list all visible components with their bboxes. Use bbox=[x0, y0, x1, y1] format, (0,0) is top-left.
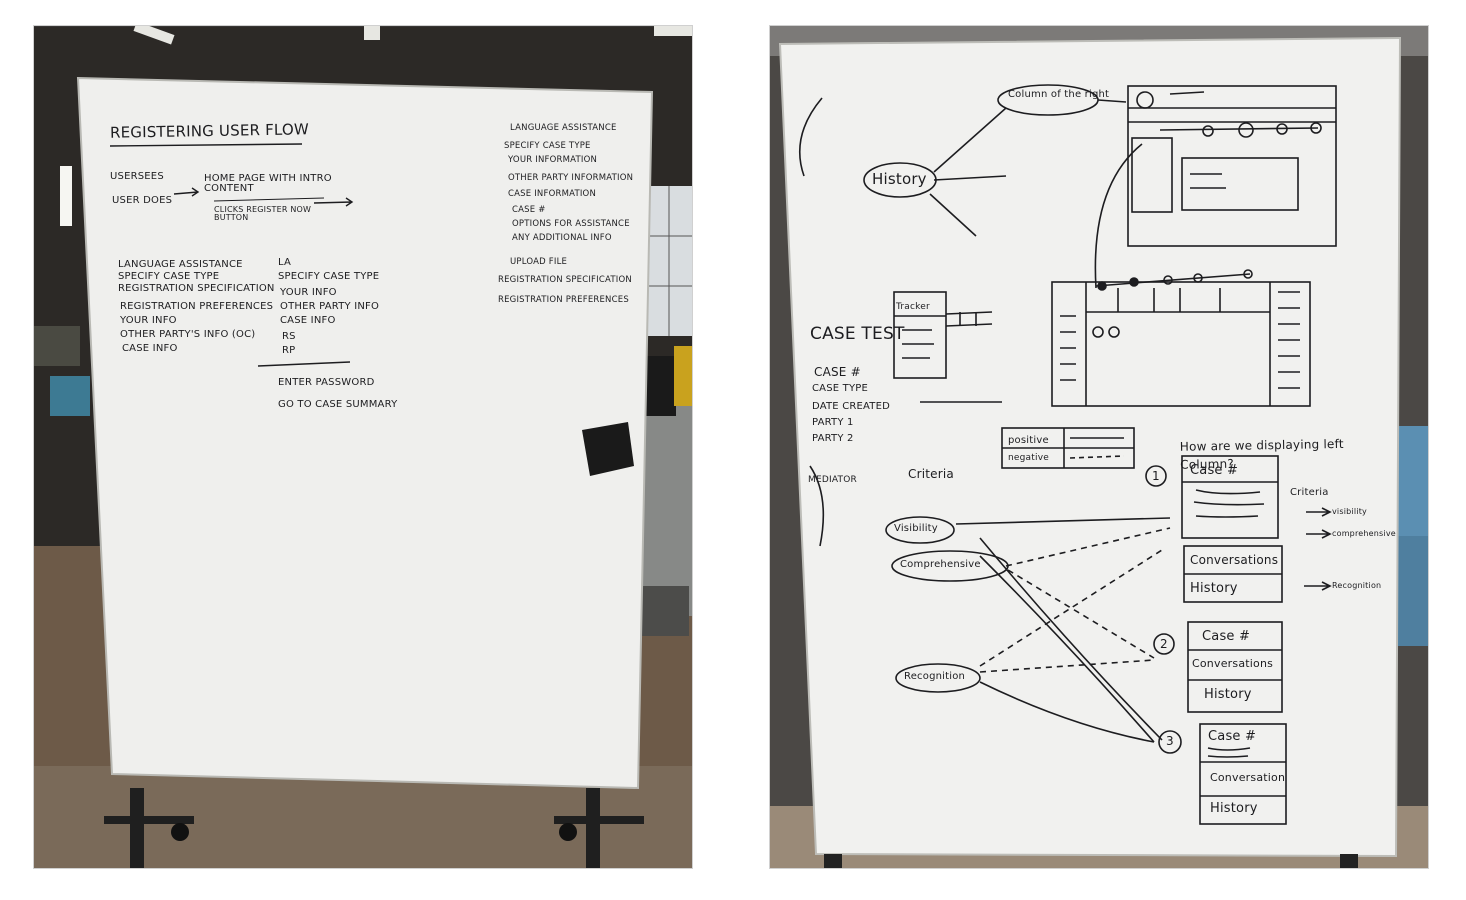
list-left-item: YOUR INFO bbox=[120, 315, 177, 326]
criteria-item: comprehensive bbox=[1332, 529, 1396, 538]
positive-label: positive bbox=[1008, 435, 1049, 446]
list-left-item: LANGUAGE ASSISTANCE bbox=[118, 259, 243, 270]
whiteboard-photo-left: REGISTERING USER FLOW USERSEES USER DOES… bbox=[34, 26, 692, 868]
list-right-item: REGISTRATION SPECIFICATION bbox=[498, 275, 632, 285]
criteria-item: visibility bbox=[1332, 507, 1367, 516]
list-right-item: UPLOAD FILE bbox=[510, 257, 568, 267]
option-row: Conversation bbox=[1210, 771, 1286, 784]
bubble-column: Column of the right bbox=[1008, 89, 1110, 100]
left-list-item: PARTY 1 bbox=[812, 417, 854, 428]
list-right-item: LANGUAGE ASSISTANCE bbox=[510, 123, 617, 133]
option-number: 2 bbox=[1160, 637, 1168, 651]
list-middle-item: CASE INFO bbox=[280, 315, 336, 326]
list-bottom-item: ENTER PASSWORD bbox=[278, 377, 375, 388]
option-row: Case # bbox=[1208, 729, 1257, 744]
negative-label: negative bbox=[1008, 453, 1049, 463]
criteria-item: Recognition bbox=[1332, 581, 1382, 590]
option-row: Conversations bbox=[1190, 553, 1279, 567]
left-list-item: CASE TYPE bbox=[812, 383, 869, 394]
bubble-recognition: Recognition bbox=[904, 671, 966, 682]
bubble-comprehensive: Comprehensive bbox=[900, 559, 981, 570]
left-list-item: MEDIATOR bbox=[808, 475, 857, 485]
option-row: History bbox=[1210, 801, 1258, 816]
list-middle-item: RP bbox=[282, 345, 296, 356]
list-right-item: CASE # bbox=[512, 205, 546, 215]
left-list-item: PARTY 2 bbox=[812, 433, 854, 444]
list-right-item: OTHER PARTY INFORMATION bbox=[508, 173, 634, 183]
list-left-item: REGISTRATION PREFERENCES bbox=[120, 301, 274, 312]
list-right-item: ANY ADDITIONAL INFO bbox=[512, 233, 612, 243]
list-right-item: YOUR INFORMATION bbox=[508, 155, 598, 165]
list-right-item: SPECIFY CASE TYPE bbox=[504, 141, 591, 151]
left-list-item: DATE CREATED bbox=[812, 401, 891, 412]
list-middle-item: RS bbox=[282, 331, 296, 342]
flow-homepage-label: HOME PAGE WITH INTRO CONTENT bbox=[204, 173, 332, 194]
list-left-item: REGISTRATION SPECIFICATION bbox=[118, 283, 275, 294]
option-row: History bbox=[1204, 687, 1252, 702]
criteria-title: Criteria bbox=[1290, 487, 1329, 498]
list-left-item: OTHER PARTY'S INFO (OC) bbox=[120, 329, 256, 340]
list-right-item: CASE INFORMATION bbox=[508, 189, 597, 199]
option-row: Conversations bbox=[1192, 657, 1274, 670]
list-left-item: CASE INFO bbox=[122, 343, 178, 354]
list-right-item: REGISTRATION PREFERENCES bbox=[498, 295, 629, 305]
option-number: 1 bbox=[1152, 469, 1160, 483]
option-number: 3 bbox=[1166, 734, 1174, 748]
bubble-history: History bbox=[872, 170, 927, 188]
flow-start-sub: USER DOES bbox=[112, 195, 173, 206]
left-photo-background bbox=[34, 26, 692, 868]
list-middle-item: SPECIFY CASE TYPE bbox=[278, 271, 380, 282]
option-row: Case # bbox=[1202, 629, 1251, 644]
list-left-item: SPECIFY CASE TYPE bbox=[118, 271, 220, 282]
list-right-item: OPTIONS FOR ASSISTANCE bbox=[512, 219, 630, 229]
flow-title: REGISTERING USER FLOW bbox=[109, 120, 310, 142]
list-middle-item: YOUR INFO bbox=[280, 287, 337, 298]
flow-homepage-sub: CLICKS REGISTER NOW BUTTON bbox=[214, 205, 312, 222]
whiteboard-photo-right: Column of the right History Tracker CASE… bbox=[770, 26, 1428, 868]
bubble-visibility: Visibility bbox=[894, 523, 938, 534]
list-middle-item: LA bbox=[278, 257, 292, 268]
left-list-item: CASE # bbox=[814, 365, 861, 379]
flow-start-label: USERSEES bbox=[110, 171, 164, 182]
option-row: History bbox=[1190, 581, 1238, 596]
case-test-label: CASE TEST bbox=[810, 324, 905, 344]
criteria-heading: Criteria bbox=[908, 467, 954, 481]
right-photo-sketch bbox=[770, 26, 1428, 868]
list-bottom-item: GO TO CASE SUMMARY bbox=[278, 399, 398, 410]
list-middle-item: OTHER PARTY INFO bbox=[280, 301, 380, 312]
option-row: Case # bbox=[1190, 463, 1239, 478]
tracker-label: Tracker bbox=[896, 302, 930, 312]
